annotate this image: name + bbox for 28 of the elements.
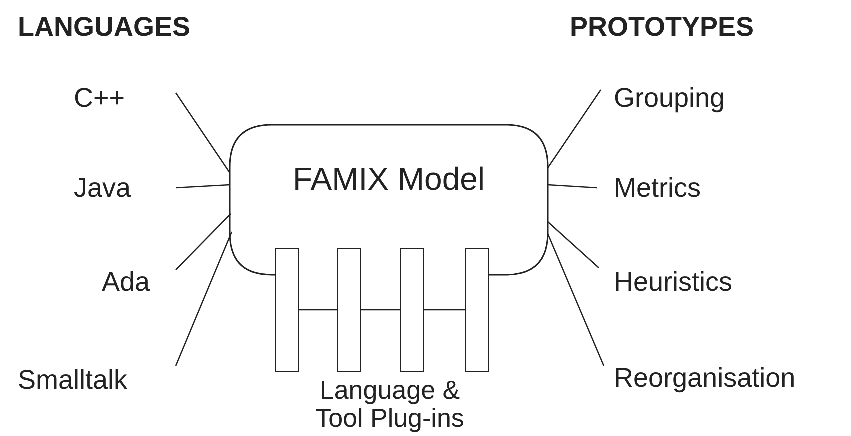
plugin-box — [275, 248, 299, 372]
connector-line — [299, 309, 337, 311]
prototype-label: Grouping — [614, 82, 726, 116]
connector-line — [361, 309, 400, 311]
prototype-label: Metrics — [614, 172, 701, 206]
connector-line — [175, 92, 231, 174]
connector-line — [548, 222, 600, 268]
connector-line — [424, 309, 465, 311]
language-label: Smalltalk — [18, 364, 128, 398]
plugin-box — [337, 248, 361, 372]
column-heading: PROTOTYPES — [570, 12, 754, 43]
connector-line — [547, 234, 605, 366]
connector-line — [176, 184, 230, 189]
prototype-label: Reorganisation — [614, 362, 796, 396]
connector-line — [547, 90, 602, 168]
column-heading: LANGUAGES — [18, 12, 191, 43]
language-label: Java — [74, 172, 132, 206]
plugin-box — [465, 248, 489, 372]
connector-line — [548, 184, 598, 189]
language-label: Ada — [102, 266, 150, 300]
caption-text: Language & Tool Plug-ins — [314, 376, 466, 432]
plugin-box — [400, 248, 424, 372]
rounded-box — [230, 125, 548, 275]
connector-line — [176, 214, 232, 270]
connector-line — [175, 232, 233, 366]
language-label: C++ — [74, 82, 126, 116]
prototype-label: Heuristics — [614, 266, 733, 300]
box-title: FAMIX Model — [292, 163, 486, 195]
